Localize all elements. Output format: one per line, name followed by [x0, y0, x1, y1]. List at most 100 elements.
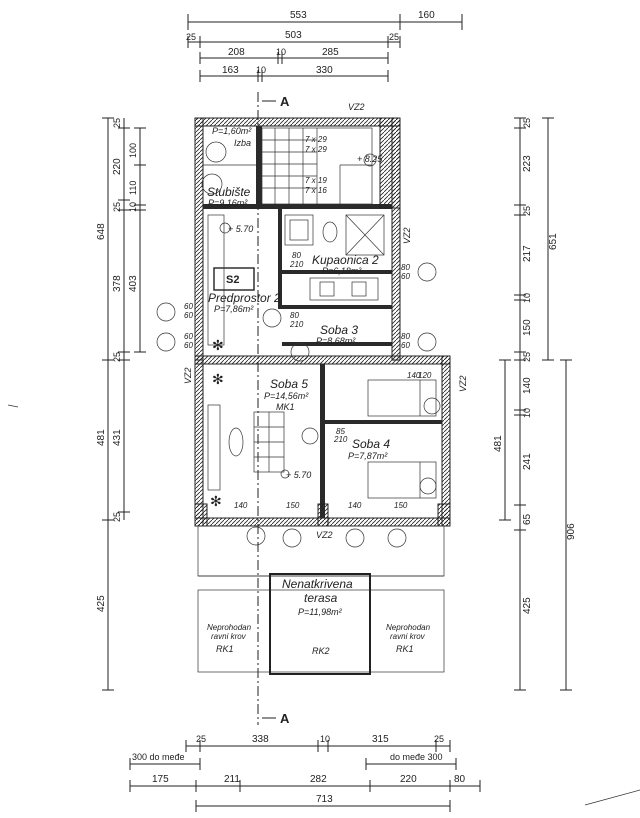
dim-25-r1: 25 [522, 118, 532, 128]
soba4-area: P=7,87m² [348, 451, 388, 461]
stubiste-area: P=9,16m² [208, 198, 248, 208]
right-dimensions: 25 223 25 217 10 150 25 140 10 241 65 42… [493, 117, 577, 691]
dim-163: 163 [222, 65, 239, 76]
top-dimensions: 553 160 25 503 25 208 10 285 163 10 330 [186, 10, 463, 82]
dim-282: 282 [310, 774, 327, 785]
dim-431: 431 [112, 429, 123, 446]
section-marker-top: A [280, 94, 290, 109]
dim-285: 285 [322, 47, 339, 58]
dim-25-left: 25 [186, 32, 196, 42]
dim-503: 503 [285, 30, 302, 41]
dim-220: 220 [112, 158, 123, 175]
izba-name: Izba [234, 138, 251, 148]
vz-right2: VZ2 [458, 375, 468, 392]
section-marker-bottom: A [280, 711, 290, 726]
door-85: 85 [336, 427, 345, 436]
level-5-70-b: + 5.70 [286, 470, 311, 480]
vz-right1: VZ2 [402, 227, 412, 244]
dim-300-do-mede-left: 300 do međe [132, 752, 185, 762]
dim-10-r1: 10 [522, 293, 532, 303]
vz-top: VZ2 [348, 102, 365, 112]
dim-b-25-l: 25 [196, 734, 206, 744]
vz-bottom: VZ2 [316, 530, 333, 540]
level-5-70-a: + 5.70 [228, 224, 253, 234]
dim-25-right: 25 [389, 32, 399, 42]
stubiste-name: Stubište [207, 185, 251, 199]
izba-area: P=1,60m² [212, 126, 252, 136]
dim-10-l: 10 [128, 202, 138, 212]
dim-25-l4: 25 [112, 512, 122, 522]
dim-713: 713 [316, 794, 333, 805]
door-210-c: 210 [333, 435, 348, 444]
terasa-area: P=11,98m² [298, 607, 343, 617]
vz-left: VZ2 [183, 367, 193, 384]
dim-10-a: 10 [276, 47, 286, 57]
dim-80-b: 80 [454, 774, 466, 785]
dim-110: 110 [128, 181, 138, 195]
roof-right-line1: Neprohodan [386, 623, 431, 632]
dim-25-r2: 25 [522, 206, 532, 216]
dim-648: 648 [96, 223, 107, 240]
level-8-25: + 8.25 [357, 154, 383, 164]
win-60-f: 60 [401, 341, 410, 350]
roof-left-line1: Neprohodan [207, 623, 252, 632]
dim-211: 211 [224, 774, 240, 785]
room-soba4: Soba 4 P=7,87m² 85 210 140 120 [333, 371, 441, 499]
dim-160: 160 [418, 10, 435, 21]
door-80-a: 80 [292, 251, 301, 260]
bottom-dimensions: 25 338 10 315 25 300 do međe do međe 300… [129, 734, 481, 812]
plant-icon-3: ✻ [212, 337, 224, 353]
kupaonica-name: Kupaonica 2 [312, 253, 379, 267]
terasa-name2: terasa [304, 591, 338, 605]
roof-left-line2: ravni krov [211, 632, 247, 641]
stair-label-d: 7 x 16 [305, 186, 327, 195]
soba5-area: P=14,56m² [264, 391, 309, 401]
win-150-b: 150 [394, 501, 408, 510]
win-140-b: 140 [234, 501, 248, 510]
dim-25-r3: 25 [522, 352, 532, 362]
door-210-b: 210 [289, 320, 304, 329]
win-80-d: 80 [401, 332, 410, 341]
win-140-c: 140 [348, 501, 362, 510]
terasa-code: RK2 [312, 646, 330, 656]
dim-481: 481 [96, 429, 107, 446]
dim-217: 217 [522, 245, 533, 262]
soba5-code: MK1 [276, 402, 295, 412]
stair-label-b: 7 x 29 [305, 145, 327, 154]
win-60-b: 60 [184, 311, 193, 320]
dim-b-10: 10 [320, 734, 330, 744]
dim-175: 175 [152, 774, 169, 785]
staircase: 7 x 29 7 x 29 7 x 19 7 x 16 + 8.25 [261, 127, 383, 205]
dim-300-do-mede-right: do međe 300 [390, 752, 443, 762]
dim-100: 100 [128, 143, 138, 158]
vz-labels: VZ2 VZ2 VZ2 VZ2 VZ2 [183, 102, 468, 540]
predprostor-name: Predprostor 2 [208, 291, 281, 305]
dim-338: 338 [252, 734, 269, 745]
predprostor-area: P=7,86m² [214, 304, 254, 314]
dim-140: 140 [522, 377, 533, 394]
door-80-b: 80 [290, 311, 299, 320]
room-predprostor: S2 Predprostor 2 P=7,86m² 80 210 + 5.70 [207, 214, 304, 346]
dim-65: 65 [522, 513, 533, 525]
roof-left-code: RK1 [216, 644, 234, 654]
dim-223: 223 [522, 155, 533, 172]
dim-241: 241 [522, 453, 533, 470]
roof-right-code: RK1 [396, 644, 414, 654]
stair-label-a: 7 x 29 [305, 135, 327, 144]
stair-label-c: 7 x 19 [305, 176, 327, 185]
dim-651: 651 [548, 233, 559, 250]
dim-553: 553 [290, 10, 307, 21]
roof-right-line2: ravni krov [390, 632, 426, 641]
dim-403: 403 [128, 275, 139, 292]
win-60-c: 60 [184, 332, 193, 341]
dim-330: 330 [316, 65, 333, 76]
room-soba3: Soba 3 P=8,68m² [290, 323, 358, 362]
dim-315: 315 [372, 734, 389, 745]
win-60-e: 60 [401, 272, 410, 281]
left-dimensions: 648 481 425 25 220 25 378 25 431 25 100 … [96, 117, 146, 691]
dim-425: 425 [96, 595, 107, 612]
dim-378: 378 [112, 275, 123, 292]
plant-icon-2: ✻ [210, 493, 222, 509]
